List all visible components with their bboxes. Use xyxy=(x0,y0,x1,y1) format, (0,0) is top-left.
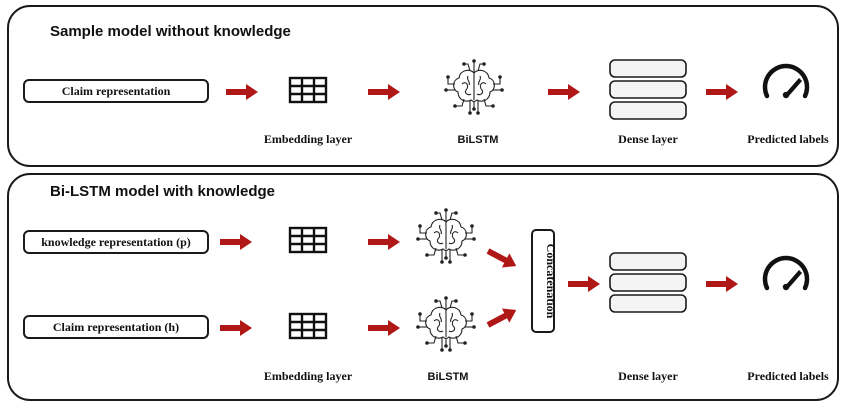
knowledge-input-box xyxy=(23,230,209,254)
claim-input-label: Claim representation (h) xyxy=(53,320,179,334)
knowledge-input-label: knowledge representation (p) xyxy=(41,235,191,249)
top-caption-bilstm: BiLSTM xyxy=(458,134,499,146)
claim-input-box xyxy=(23,315,209,339)
stacked-layers-icon xyxy=(609,252,687,313)
concatenation-box xyxy=(531,229,555,333)
top-claim-input-label: Claim representation xyxy=(62,84,171,98)
bottom-panel-frame xyxy=(7,173,839,401)
bottom-caption-predicted: Predicted labels xyxy=(747,369,829,383)
bottom-caption-bilstm: BiLSTM xyxy=(428,371,469,383)
top-caption-predicted: Predicted labels xyxy=(747,132,829,146)
panel-with-knowledge: Bi-LSTM model with knowledge knowledge r… xyxy=(7,173,839,401)
panel-without-knowledge: Sample model without knowledge Claim rep… xyxy=(7,5,839,167)
top-caption-embedding: Embedding layer xyxy=(264,132,353,146)
concatenation-label: Concatenation xyxy=(544,244,558,319)
top-panel-frame xyxy=(7,5,839,167)
bottom-panel-title: Bi-LSTM model with knowledge xyxy=(50,183,275,200)
bottom-caption-embedding: Embedding layer xyxy=(264,369,353,383)
bottom-caption-dense: Dense layer xyxy=(618,369,678,383)
stacked-layers-icon xyxy=(609,59,687,120)
top-caption-dense: Dense layer xyxy=(618,132,678,146)
top-claim-input-box xyxy=(23,79,209,103)
top-panel-title: Sample model without knowledge xyxy=(50,23,291,40)
